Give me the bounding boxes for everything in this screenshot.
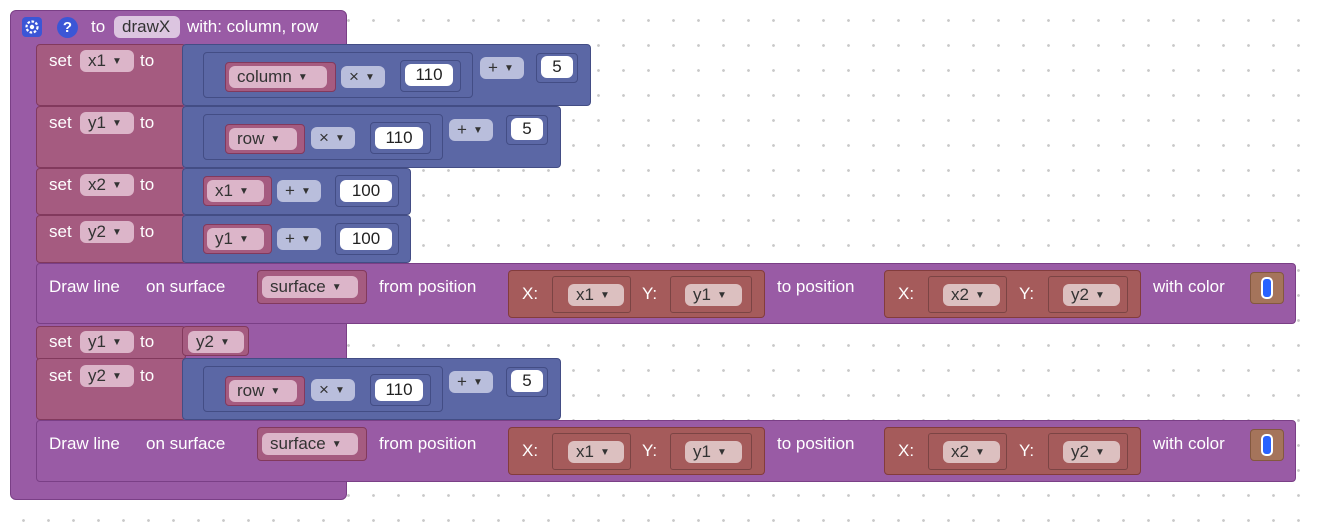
number-field[interactable]: 5 <box>511 118 543 140</box>
variable-dropdown[interactable]: y2▼ <box>80 365 134 387</box>
number-field[interactable]: 100 <box>340 180 392 202</box>
y-slot <box>670 433 752 470</box>
variable-dropdown[interactable]: x2▼ <box>80 174 134 196</box>
variable-dropdown[interactable]: y1▼ <box>80 331 134 353</box>
number-field[interactable]: 5 <box>541 56 573 78</box>
set-label: set <box>49 175 72 194</box>
to-label: to <box>91 17 106 36</box>
variable-dropdown[interactable]: y1▼ <box>80 112 134 134</box>
set-label: set <box>49 113 72 132</box>
on-surface-label: on surface <box>146 277 226 296</box>
to-x-dropdown[interactable]: x2▼ <box>943 441 1000 463</box>
y-slot <box>670 276 752 313</box>
to-y-dropdown[interactable]: y2▼ <box>1063 441 1120 463</box>
from-x-dropdown[interactable]: x1▼ <box>568 284 624 306</box>
to-x-dropdown[interactable]: x2▼ <box>943 284 1000 306</box>
y1-dropdown[interactable]: y1▼ <box>207 228 264 250</box>
surface-dropdown[interactable]: surface▼ <box>262 276 358 298</box>
column-dropdown[interactable]: column▼ <box>229 66 327 88</box>
x-slot <box>552 433 631 470</box>
y-label: Y: <box>1019 284 1035 303</box>
add-operator-dropdown[interactable]: +▼ <box>277 228 321 250</box>
number-field[interactable]: 110 <box>375 379 423 401</box>
y-label: Y: <box>1019 441 1035 460</box>
set-label: set <box>49 332 72 351</box>
gear-icon[interactable] <box>22 17 42 37</box>
x-slot <box>552 276 631 313</box>
on-surface-label: on surface <box>146 434 226 453</box>
number-field[interactable]: 110 <box>405 64 453 86</box>
y-label: Y: <box>642 284 658 303</box>
multiply-operator-dropdown[interactable]: ×▼ <box>341 66 385 88</box>
to-label: to <box>140 113 155 132</box>
number-field[interactable]: 100 <box>340 228 392 250</box>
number-field[interactable]: 5 <box>511 370 543 392</box>
number-field[interactable]: 110 <box>375 127 423 149</box>
add-operator-dropdown[interactable]: +▼ <box>480 57 524 79</box>
to-y-dropdown[interactable]: y2▼ <box>1063 284 1120 306</box>
function-name-field[interactable]: drawX <box>114 16 180 38</box>
x-label: X: <box>898 284 915 303</box>
to-label: to <box>140 366 155 385</box>
y-slot <box>1048 433 1128 470</box>
from-position-label: from position <box>379 434 477 453</box>
from-position-label: from position <box>379 277 477 296</box>
from-y-dropdown[interactable]: y1▼ <box>685 441 742 463</box>
surface-dropdown[interactable]: surface▼ <box>262 433 358 455</box>
multiply-operator-dropdown[interactable]: ×▼ <box>311 379 355 401</box>
row-dropdown[interactable]: row▼ <box>229 128 297 150</box>
x1-dropdown[interactable]: x1▼ <box>207 180 264 202</box>
from-x-dropdown[interactable]: x1▼ <box>568 441 624 463</box>
to-label: to <box>140 51 155 70</box>
parameters-label: with: column, row <box>187 17 319 36</box>
variable-dropdown[interactable]: y2▼ <box>80 221 134 243</box>
to-label: to <box>140 332 155 351</box>
draw-line-label: Draw line <box>49 434 120 453</box>
add-operator-dropdown[interactable]: +▼ <box>449 371 493 393</box>
x-slot <box>928 276 1007 313</box>
variable-dropdown[interactable]: x1▼ <box>80 50 134 72</box>
with-color-label: with color <box>1153 434 1225 453</box>
to-label: to <box>140 222 155 241</box>
y-label: Y: <box>642 441 658 460</box>
color-swatch[interactable] <box>1261 434 1273 456</box>
to-label: to <box>140 175 155 194</box>
help-icon[interactable]: ? <box>57 17 78 38</box>
multiply-operator-dropdown[interactable]: ×▼ <box>311 127 355 149</box>
set-label: set <box>49 366 72 385</box>
y2-dropdown[interactable]: y2▼ <box>188 331 244 353</box>
x-slot <box>928 433 1007 470</box>
with-color-label: with color <box>1153 277 1225 296</box>
to-position-label: to position <box>777 277 855 296</box>
y-slot <box>1048 276 1128 313</box>
row-dropdown[interactable]: row▼ <box>229 380 297 402</box>
x-label: X: <box>898 441 915 460</box>
draw-line-label: Draw line <box>49 277 120 296</box>
x-label: X: <box>522 441 539 460</box>
set-label: set <box>49 222 72 241</box>
set-label: set <box>49 51 72 70</box>
color-swatch[interactable] <box>1261 277 1273 299</box>
add-operator-dropdown[interactable]: +▼ <box>277 180 321 202</box>
from-y-dropdown[interactable]: y1▼ <box>685 284 742 306</box>
add-operator-dropdown[interactable]: +▼ <box>449 119 493 141</box>
x-label: X: <box>522 284 539 303</box>
to-position-label: to position <box>777 434 855 453</box>
